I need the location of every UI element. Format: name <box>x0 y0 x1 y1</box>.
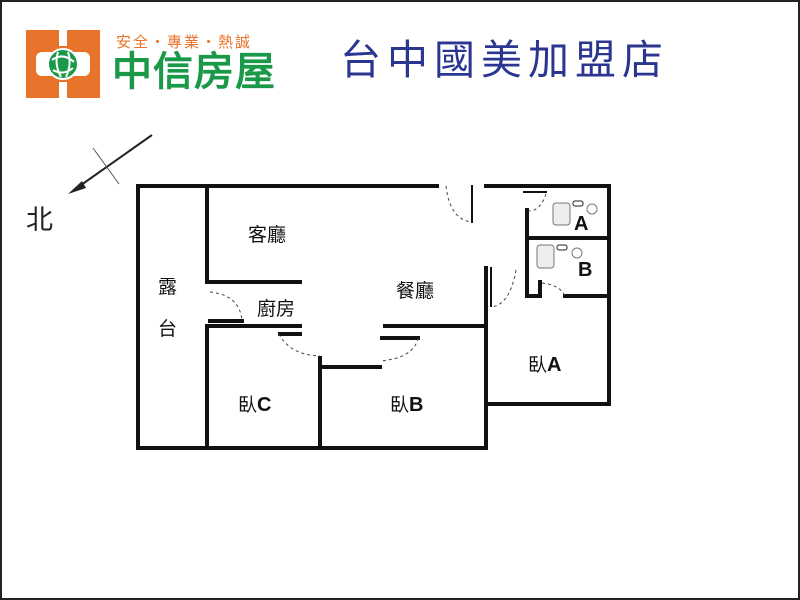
north-arrow-icon <box>68 134 153 194</box>
room-label-bedroom-c: 臥C <box>238 390 271 417</box>
north-label: 北 <box>26 205 53 236</box>
bathroom-a-fixtures <box>552 200 598 226</box>
brand-mark-icon <box>26 30 100 98</box>
bedroom-b-cn: 臥 <box>390 394 410 416</box>
room-label-living: 客廳 <box>248 224 287 246</box>
bedroom-a-letter: A <box>547 354 562 376</box>
brand-logo: 安全・專業・熱誠 中信房屋 <box>26 30 306 100</box>
bathroom-b-fixtures <box>536 244 583 269</box>
room-label-bath-a: A <box>574 213 588 236</box>
room-label-balcony-bottom: 台 <box>158 318 178 340</box>
bedroom-a-cn: 臥 <box>528 354 548 376</box>
bath-a-letter: A <box>574 213 589 235</box>
bedroom-c-cn: 臥 <box>238 394 258 416</box>
room-label-kitchen: 廚房 <box>257 298 296 320</box>
room-label-balcony-top: 露 <box>158 276 178 298</box>
bedroom-b-letter: B <box>409 394 424 416</box>
door-swings <box>209 185 566 362</box>
room-label-dining: 餐廳 <box>396 280 435 302</box>
store-title: 台中國美加盟店 <box>340 36 669 84</box>
room-label-bath-b: B <box>578 259 592 282</box>
bath-b-letter: B <box>578 259 593 281</box>
brand-slogan: 安全・專業・熱誠 <box>116 33 253 51</box>
room-label-bedroom-b: 臥B <box>390 390 423 417</box>
bedroom-c-letter: C <box>257 394 272 416</box>
room-label-bedroom-a: 臥A <box>528 350 561 377</box>
brand-name: 中信房屋 <box>112 49 276 95</box>
